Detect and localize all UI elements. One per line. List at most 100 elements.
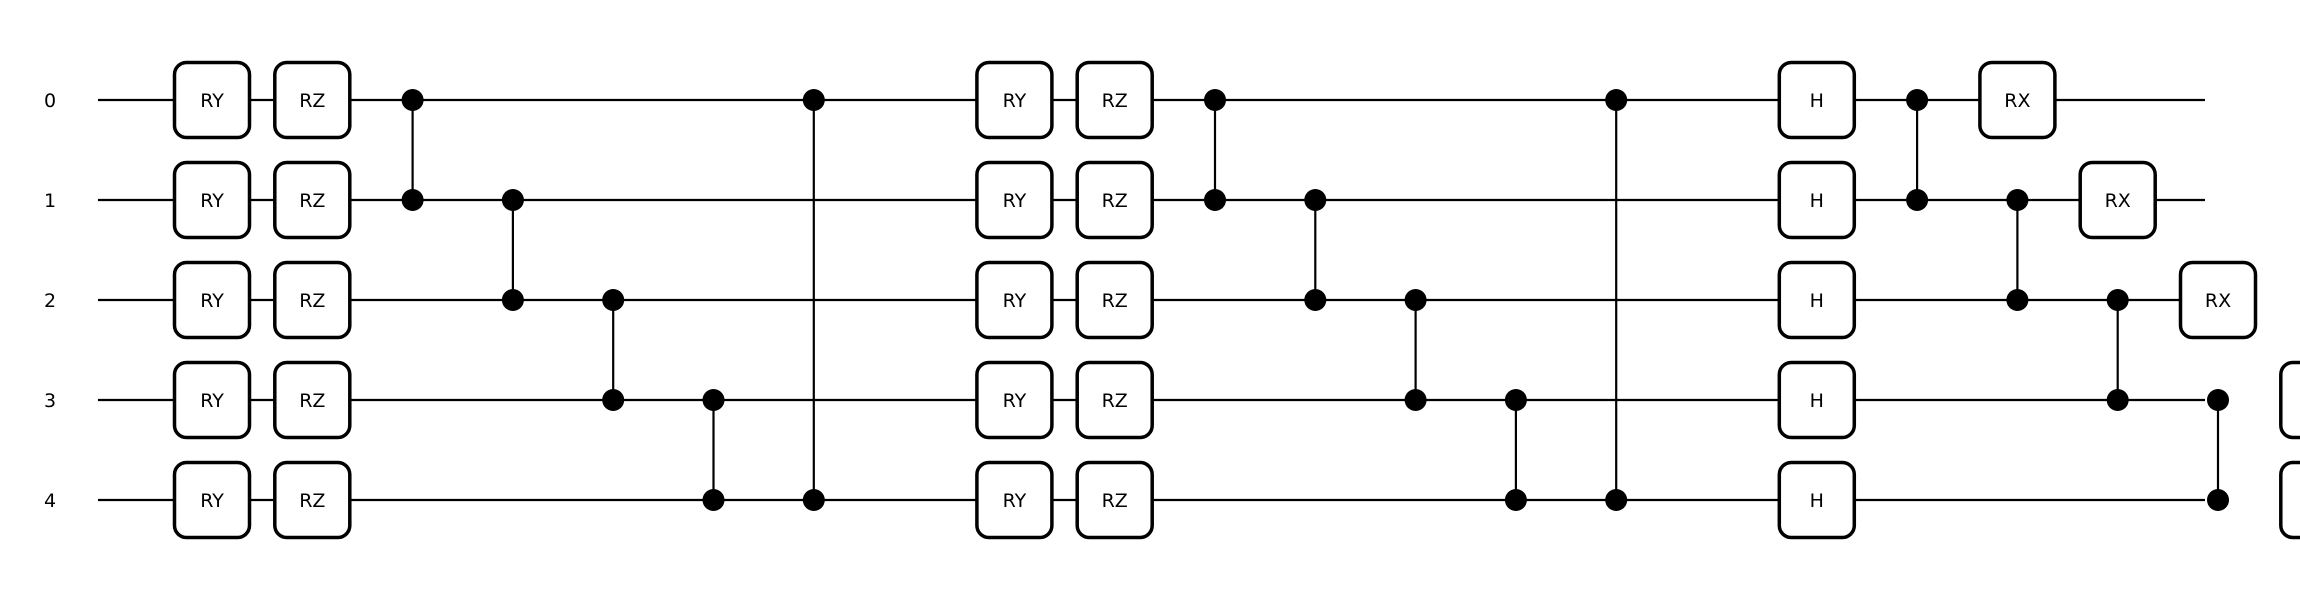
gate-box [172, 460, 252, 540]
gate-box [273, 60, 352, 140]
gate-label: RX [2105, 190, 2131, 212]
control-dot [602, 389, 625, 411]
gate-ry: RY [172, 460, 252, 540]
wire-label: 4 [44, 490, 56, 512]
gate-label: RX [2205, 290, 2231, 312]
gate-box [975, 160, 1054, 240]
gate-label: RY [200, 190, 224, 212]
gate-box [273, 460, 352, 540]
gate-box [975, 460, 1054, 540]
gate-label: H [1810, 190, 1824, 212]
gate-box [2178, 260, 2258, 340]
wire-label: 2 [44, 290, 56, 312]
connectors-layer [401, 89, 2229, 511]
gate-box [1075, 360, 1154, 440]
gate-box [1075, 460, 1154, 540]
control-dot [1906, 89, 1929, 111]
gate-rx: RX [1978, 60, 2057, 140]
gate-box [1777, 360, 1857, 440]
control-dot [2106, 389, 2129, 411]
control-dot [2006, 289, 2029, 311]
gate-box [1777, 460, 1857, 540]
gate-box [1978, 60, 2057, 140]
gate-rx: RX [2279, 360, 2300, 440]
gate-label: RY [1003, 90, 1027, 112]
control-dot [1304, 189, 1327, 211]
control-dot [2106, 289, 2129, 311]
gate-h: H [1777, 60, 1857, 140]
gate-box [1777, 160, 1857, 240]
gate-h: H [1777, 260, 1857, 340]
wire-label: 0 [44, 90, 56, 112]
gate-box [172, 360, 252, 440]
gate-label: RZ [1102, 490, 1128, 512]
wire-label: 1 [44, 190, 56, 212]
gate-box [273, 160, 352, 240]
gate-box [1777, 60, 1857, 140]
control-dot [1906, 189, 1929, 211]
control-dot [2207, 489, 2229, 511]
gate-label: RY [200, 490, 224, 512]
gate-label: H [1810, 290, 1824, 312]
gate-ry: RY [172, 60, 252, 140]
gate-ry: RY [975, 360, 1054, 440]
gate-rz: RZ [1075, 360, 1154, 440]
gate-box [975, 360, 1054, 440]
gate-ry: RY [975, 160, 1054, 240]
gate-rz: RZ [273, 460, 352, 540]
control-dot [1404, 289, 1427, 311]
gate-label: RZ [299, 390, 325, 412]
gate-label: RZ [1102, 190, 1128, 212]
gate-rx: RX [2078, 160, 2157, 240]
gate-label: RZ [299, 290, 325, 312]
gate-label: RX [2004, 90, 2030, 112]
gate-box [2279, 360, 2300, 440]
gate-box [273, 260, 352, 340]
gate-rz: RZ [1075, 260, 1154, 340]
gate-ry: RY [975, 60, 1054, 140]
gate-label: RZ [299, 490, 325, 512]
gate-box [975, 260, 1054, 340]
gate-label: H [1810, 390, 1824, 412]
control-dot [1504, 489, 1527, 511]
gate-label: RZ [1102, 290, 1128, 312]
gate-rz: RZ [273, 360, 352, 440]
gate-label: RZ [1102, 90, 1128, 112]
control-dot [1204, 89, 1226, 111]
gate-rz: RZ [1075, 460, 1154, 540]
gate-rz: RZ [273, 260, 352, 340]
control-dot [501, 189, 524, 211]
control-dot [1504, 389, 1527, 411]
gate-label: H [1810, 90, 1824, 112]
control-dot [401, 89, 424, 111]
gate-h: H [1777, 460, 1857, 540]
gate-rz: RZ [1075, 160, 1154, 240]
gate-h: H [1777, 360, 1857, 440]
gate-label: RZ [299, 90, 325, 112]
gate-label: RY [1003, 290, 1027, 312]
gate-box [273, 360, 352, 440]
gate-box [1075, 160, 1154, 240]
gate-label: RZ [299, 190, 325, 212]
gate-rz: RZ [273, 160, 352, 240]
gate-box [1777, 260, 1857, 340]
control-dot [1204, 189, 1226, 211]
control-dot [802, 89, 825, 111]
gate-label: RY [1003, 190, 1027, 212]
control-dot [501, 289, 524, 311]
gate-box [2279, 460, 2300, 540]
control-dot [1404, 389, 1427, 411]
control-dot [802, 489, 825, 511]
gates-layer: RYRYRYRYRYRZRZRZRZRZRYRYRYRYRYRZRZRZRZRZ… [172, 60, 2300, 540]
gate-label: RY [200, 290, 224, 312]
gate-label: RY [200, 390, 224, 412]
control-dot [2006, 189, 2029, 211]
gate-box [172, 160, 252, 240]
gate-box [172, 60, 252, 140]
gate-box [1075, 260, 1154, 340]
control-dot [602, 289, 625, 311]
control-dot [1605, 489, 1628, 511]
control-dot [1605, 89, 1628, 111]
